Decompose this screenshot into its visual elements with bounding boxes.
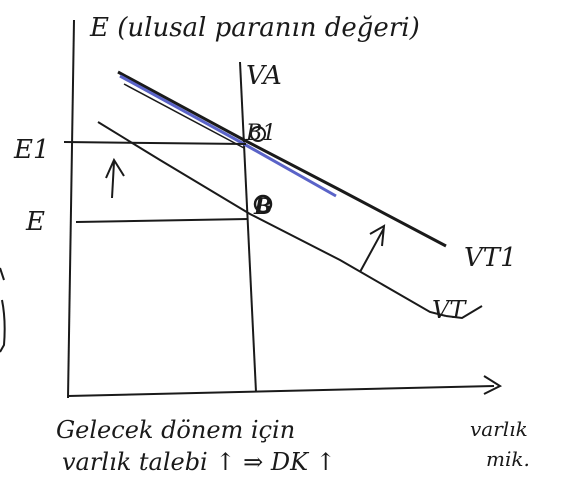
e1-tick-label: E1	[13, 135, 50, 165]
vt1-retrace	[123, 83, 245, 149]
x-axis-label-line-1: varlık	[470, 417, 528, 441]
b-point-marker	[253, 194, 273, 214]
left-edge-stroke	[0, 267, 6, 353]
va-line	[239, 61, 257, 393]
vt-curve-tail	[445, 305, 483, 320]
vt1-curve	[117, 70, 447, 248]
vt1-curve-label: VT1	[464, 243, 517, 273]
b1-point-marker	[250, 126, 266, 142]
upward-shift-arrow	[105, 157, 125, 199]
vt-curve	[97, 121, 447, 317]
e-guide-line	[75, 218, 249, 223]
y-axis	[67, 19, 75, 399]
vt-curve-label: VT	[432, 296, 467, 324]
vt1-highlight	[119, 74, 337, 198]
rightward-shift-arrow	[359, 224, 386, 273]
x-axis	[67, 385, 495, 397]
x-axis-arrowhead	[483, 375, 503, 395]
b1-point-label: B1	[245, 121, 276, 146]
x-axis-label-line-2: mik.	[486, 447, 530, 471]
caption-line-2: varlık talebi ↑ ⇒ DK ↑	[62, 448, 336, 476]
caption-line-1: Gelecek dönem için	[56, 416, 295, 444]
e-tick-label: E	[25, 207, 45, 237]
b-point-label: B	[253, 194, 273, 220]
e1-guide-line	[63, 141, 247, 145]
va-label: VA	[246, 61, 282, 91]
diagram-title: E (ulusal paranın değeri)	[89, 13, 420, 43]
